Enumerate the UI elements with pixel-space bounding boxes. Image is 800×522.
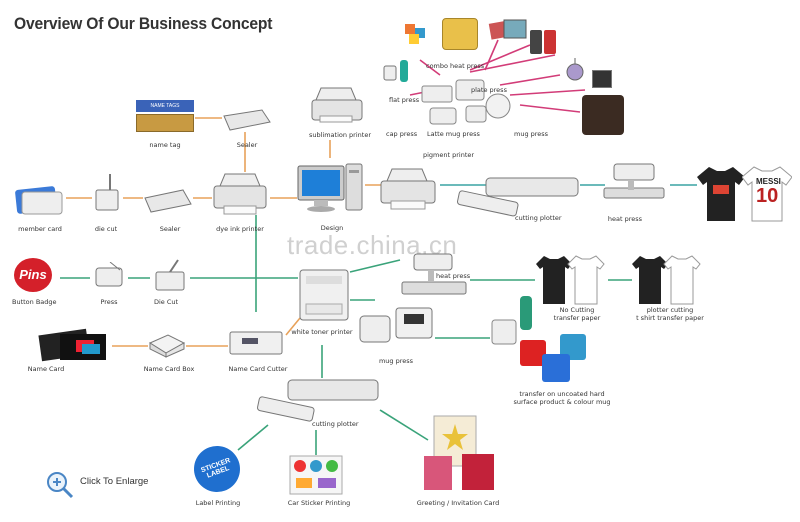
- pins-text: Pins: [14, 258, 52, 292]
- product-frame: [592, 70, 612, 88]
- product-mug-bottle: [382, 58, 412, 84]
- sublimation-printer-label: sublimation printer: [308, 131, 372, 139]
- die-cut-top: [92, 172, 122, 216]
- press-machine: [90, 261, 128, 294]
- messi-number: 10: [756, 185, 779, 207]
- latte-mug-press-label: Latte mug press: [427, 130, 480, 138]
- name-tags-text: NAME TAGS: [136, 100, 194, 112]
- pigment-printer-label: pigment printer: [423, 151, 475, 159]
- heat-press-right: [598, 160, 672, 210]
- die-cut-label: Die Cut: [153, 298, 179, 306]
- product-pillow: [442, 18, 478, 50]
- link-plotter-label: [237, 424, 269, 451]
- black-shirt: [697, 165, 745, 228]
- pigment-printer: [377, 165, 439, 215]
- member-card-label: member card: [18, 225, 62, 233]
- white-toner-printer: [296, 264, 352, 324]
- sealer-top: [222, 108, 272, 132]
- no-cutting-label: No Cutting transfer paper: [553, 306, 601, 322]
- mug-press-mid-label: mug press: [378, 357, 414, 365]
- cutting-plotter-bottom-label: cutting plotter: [312, 420, 359, 428]
- plotter-cutting-label: plotter cutting t shirt transfer paper: [636, 306, 704, 322]
- link-pink-1: [469, 44, 531, 71]
- sealer-mid-label: Sealer: [159, 225, 181, 233]
- name-card-product: [36, 328, 112, 362]
- button-badge-product: Pins: [14, 258, 56, 296]
- product-puzzle: [403, 22, 429, 46]
- product-slate: [582, 95, 624, 135]
- design-computer: [296, 160, 366, 220]
- link-pink-7: [484, 39, 499, 71]
- label-printing-label: Label Printing: [195, 499, 241, 507]
- white-toner-printer-label: white toner printer: [291, 328, 353, 336]
- die-cut-top-label: die cut: [94, 225, 118, 233]
- name-card-label: Name Card: [27, 365, 65, 373]
- die-cut-machine: [150, 258, 190, 294]
- button-badge-label: Button Badge: [12, 298, 57, 306]
- car-sticker-label: Car Sticker Printing: [287, 499, 351, 507]
- page-title: Overview Of Our Business Concept: [14, 14, 273, 33]
- car-sticker-product: [288, 454, 344, 496]
- sublimation-printer: [306, 78, 366, 128]
- cap-press-label: cap press: [386, 130, 418, 138]
- link-pink-3: [499, 74, 561, 86]
- name-card-box-label: Name Card Box: [143, 365, 195, 373]
- dye-ink-printer: [210, 170, 270, 220]
- link-pink-6: [419, 59, 441, 76]
- name-tag-product: NAME TAGS: [136, 100, 194, 134]
- mugs-products: [490, 296, 610, 388]
- sealer-top-label: Sealer: [236, 141, 258, 149]
- heat-press-mid: [398, 252, 472, 300]
- link-toner-heatpress: [349, 259, 401, 273]
- link-pink-2: [469, 54, 556, 73]
- product-phone-cases: [528, 28, 568, 58]
- click-to-enlarge-link[interactable]: Click To Enlarge: [80, 476, 149, 487]
- product-photos: [488, 18, 528, 44]
- combo-heat-press-label: combo heat press: [426, 62, 485, 70]
- name-card-cutter: [228, 328, 284, 358]
- messi-text: MESSI: [756, 177, 781, 186]
- link-plotter-card: [379, 409, 429, 441]
- name-tag-label: name tag: [149, 141, 181, 149]
- no-cutting-shirts: [536, 254, 608, 311]
- mug-press-mid: [356, 302, 436, 352]
- name-card-cutter-label: Name Card Cutter: [228, 365, 288, 373]
- dye-ink-printer-label: dye ink printer: [216, 225, 264, 233]
- name-card-box: [148, 333, 186, 359]
- member-card-product: [14, 186, 64, 216]
- greeting-card-product: [420, 414, 500, 494]
- heat-press-right-label: heat press: [607, 215, 643, 223]
- press-label: Press: [100, 298, 118, 306]
- zoom-icon[interactable]: [45, 470, 75, 500]
- plate-press-label: plate press: [471, 86, 507, 94]
- transfer-uncoated-label: transfer on uncoated hard surface produc…: [513, 390, 611, 406]
- flat-press-label: flat press: [389, 96, 420, 104]
- cutting-plotter-top: [456, 176, 580, 226]
- design-label: Design: [320, 224, 344, 232]
- sealer-mid: [143, 188, 193, 216]
- plotter-cutting-shirts: [632, 254, 704, 311]
- link-pink-4: [509, 89, 586, 96]
- cutting-plotter-bottom: [256, 378, 380, 430]
- link-pink-5: [519, 104, 581, 113]
- cutting-plotter-top-label: cutting plotter: [515, 214, 562, 222]
- messi-shirt: MESSI 10: [741, 165, 793, 228]
- combo-heat-press-machines: [410, 72, 530, 128]
- product-keychain: [565, 58, 585, 82]
- heat-press-mid-label: heat press: [436, 272, 471, 280]
- mug-press-top-label: mug press: [514, 130, 549, 138]
- greeting-card-label: Greeting / Invitation Card: [416, 499, 500, 507]
- link-cutter-toner: [285, 317, 301, 336]
